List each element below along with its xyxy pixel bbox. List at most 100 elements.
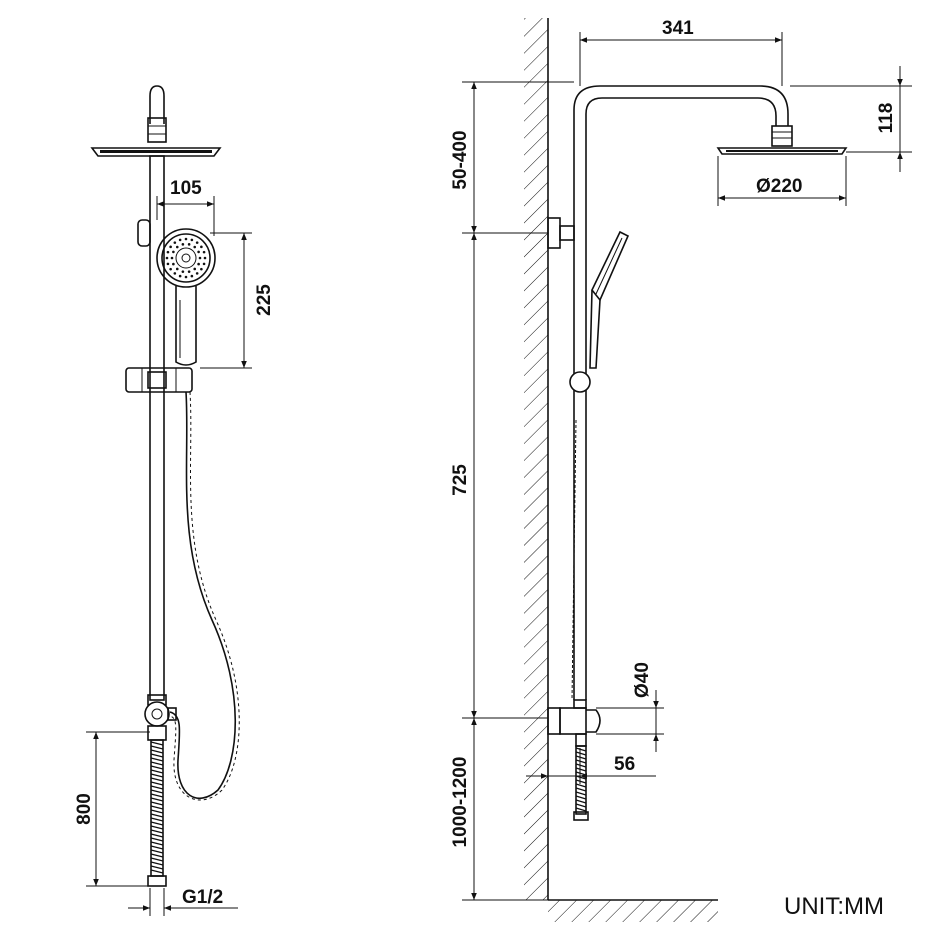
dim-head-diameter-label: Ø220 <box>756 176 802 197</box>
spray-nozzle <box>187 270 191 273</box>
braid-line <box>150 741 164 746</box>
spray-nozzle <box>173 241 177 244</box>
braid-line <box>150 801 164 806</box>
braid-line <box>150 865 164 870</box>
spray-nozzle <box>202 262 206 266</box>
braid-line <box>575 787 587 792</box>
braid-line <box>150 861 164 866</box>
braid-line <box>150 797 164 802</box>
spray-nozzle <box>178 274 182 278</box>
braid-line <box>575 807 587 812</box>
braid-line <box>150 821 164 826</box>
front-hand-shower <box>156 228 216 366</box>
dim-floor-height-label: 1000-1200 <box>450 757 471 848</box>
dim-341: 341 <box>579 18 783 86</box>
dim-handshower-height-label: 225 <box>254 284 275 316</box>
front-overhead-shower-head <box>90 147 222 157</box>
braid-line <box>150 853 164 858</box>
dim-56: 56 <box>526 748 656 784</box>
braid-line <box>150 809 164 814</box>
spray-nozzle <box>169 267 172 271</box>
spray-nozzle <box>193 267 197 271</box>
dim-725: 725 <box>450 233 548 719</box>
unit-label: UNIT:MM <box>784 893 884 920</box>
braid-line <box>150 757 164 762</box>
spray-nozzle <box>198 256 202 260</box>
braid-line <box>150 761 164 766</box>
spray-nozzle <box>173 272 177 275</box>
braid-line <box>150 789 164 794</box>
braid-line <box>150 841 164 846</box>
side-hand-shower <box>589 230 630 369</box>
dim-valve-depth-label: 56 <box>614 754 635 775</box>
spray-nozzle <box>197 250 200 254</box>
spray-nozzle <box>197 262 200 266</box>
braid-line <box>150 805 164 810</box>
dim-valve-diameter-label: Ø40 <box>632 662 653 698</box>
dim-50-400: 50-400 <box>450 81 574 234</box>
front-shower-arm <box>149 85 165 124</box>
spray-nozzle <box>170 256 174 260</box>
front-diverter-valve <box>144 694 177 741</box>
dim-800: 800 <box>74 731 150 887</box>
braid-line <box>150 817 164 822</box>
dim-40: Ø40 <box>596 662 664 752</box>
dim-1000-1200: 1000-1200 <box>450 718 548 901</box>
dim-225: 225 <box>200 232 275 369</box>
spray-nozzle <box>190 238 194 242</box>
braid-line <box>150 857 164 862</box>
braid-line <box>150 769 164 774</box>
spray-nozzle <box>195 272 199 275</box>
side-slider-knob <box>569 371 591 393</box>
braid-line <box>575 747 587 752</box>
side-inlet-hose <box>573 745 589 821</box>
spray-nozzle <box>181 270 185 273</box>
braid-line <box>150 829 164 834</box>
braid-line <box>575 799 587 804</box>
front-wall-bracket <box>137 219 151 247</box>
front-riser-pipe <box>149 155 165 701</box>
dim-head-drop-label: 118 <box>876 103 897 134</box>
braid-line <box>575 803 587 808</box>
braid-line <box>150 845 164 850</box>
braid-line <box>575 751 587 756</box>
front-view: 105 225 800 G1/2 <box>74 85 275 916</box>
braid-line <box>575 795 587 800</box>
dim-105: 105 <box>156 178 215 236</box>
braid-line <box>575 767 587 772</box>
side-riser-arm <box>573 85 789 700</box>
dim-inlet-height-label: 800 <box>74 793 95 825</box>
spray-nozzle <box>166 250 170 254</box>
braid-line <box>150 793 164 798</box>
braid-line <box>150 745 164 750</box>
front-hose <box>169 391 237 800</box>
braid-line <box>575 779 587 784</box>
braid-line <box>150 813 164 818</box>
side-view: 341 118 Ø220 50-400 725 <box>450 18 912 922</box>
braid-line <box>575 791 587 796</box>
spray-nozzle <box>200 267 203 271</box>
spray-nozzle <box>195 241 199 244</box>
side-overhead-shower-head <box>716 125 848 155</box>
braid-line <box>575 755 587 760</box>
dim-arm-reach-label: 341 <box>662 18 694 39</box>
side-diverter-valve <box>547 699 601 747</box>
wall <box>524 18 718 922</box>
front-inlet-hose <box>147 739 167 887</box>
side-wall-bracket <box>547 217 575 249</box>
dim-118: 118 <box>790 66 912 172</box>
dim-top-adjust-label: 50-400 <box>450 130 471 189</box>
dim-thread-label: G1/2 <box>182 887 223 908</box>
braid-line <box>150 785 164 790</box>
front-head-connector <box>147 117 167 143</box>
braid-line <box>150 773 164 778</box>
braid-line <box>575 759 587 764</box>
spray-nozzle <box>172 262 175 266</box>
braid-line <box>575 763 587 768</box>
spray-nozzle <box>184 237 188 241</box>
braid-line <box>150 833 164 838</box>
braid-line <box>150 777 164 782</box>
spray-nozzle <box>166 262 170 266</box>
dim-rail-length-label: 725 <box>450 464 471 496</box>
spray-nozzle <box>165 256 169 260</box>
